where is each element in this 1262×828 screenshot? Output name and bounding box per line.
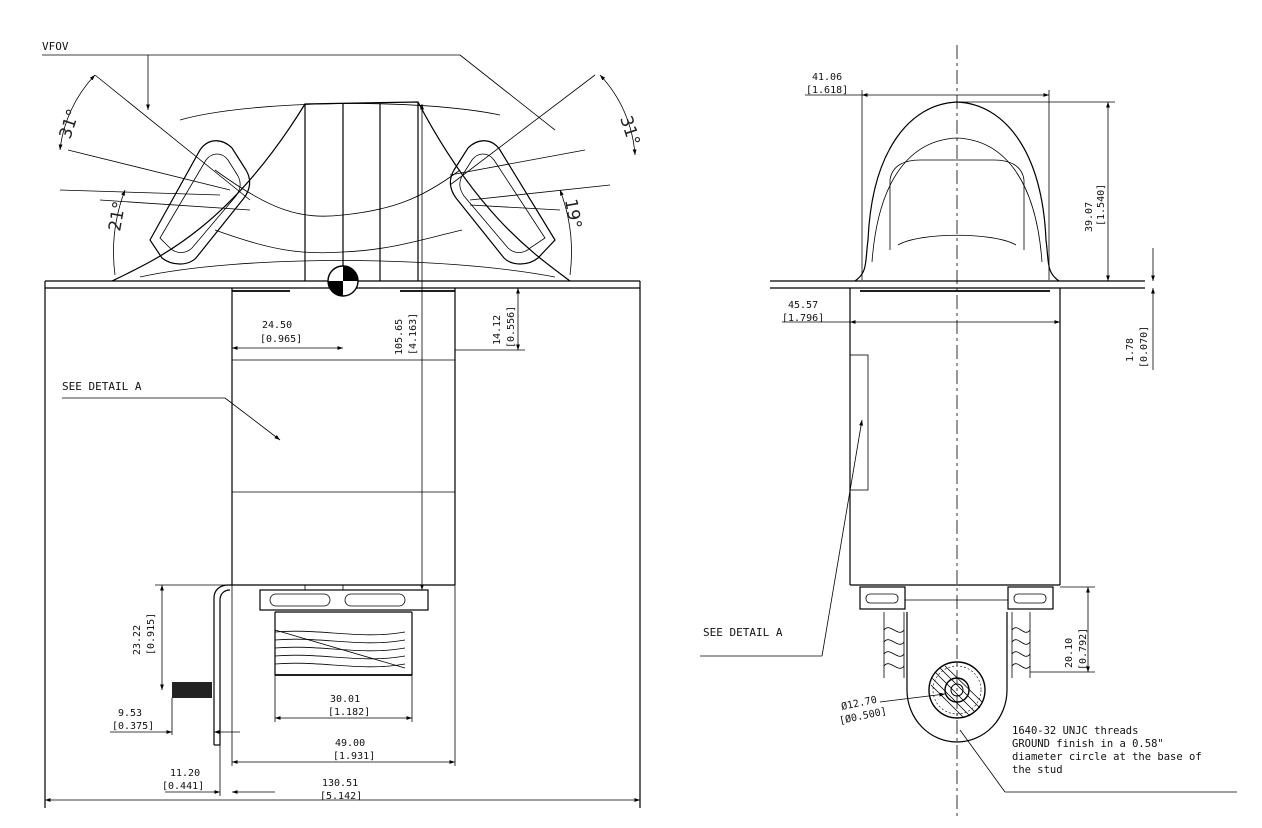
- dim-23-22-mm: 23.22: [132, 625, 143, 655]
- right-main-body: [849, 288, 1061, 586]
- thread-note-line-4: the stud: [1012, 764, 1063, 776]
- dim-30-01-mm: 30.01: [330, 694, 360, 705]
- dim-9-53-in: [0.375]: [112, 721, 154, 732]
- dim-24-50-in: [0.965]: [260, 334, 302, 345]
- see-detail-left: SEE DETAIL A: [62, 380, 142, 393]
- right-view: SEE DETAIL A 41.06 [1.618] 39.07 [1.540]…: [700, 45, 1237, 820]
- right-mount-feet: [859, 586, 1054, 610]
- dim-49-00-in: [1.931]: [333, 751, 375, 762]
- angle-upper-left: 31°: [56, 107, 84, 142]
- left-mount-feet: [259, 585, 429, 611]
- left-view: VFOV 31° 21° 31° 19°: [42, 40, 644, 808]
- fov-lines: [58, 74, 637, 276]
- dim-41-06-mm: 41.06: [812, 72, 842, 83]
- dim-9-53-mm: 9.53: [118, 708, 142, 719]
- dim-11-20-mm: 11.20: [170, 768, 200, 779]
- thread-note-line-3: diameter circle at the base of: [1012, 751, 1202, 763]
- left-connector-bracket: [171, 584, 232, 746]
- dim-24-50-mm: 24.50: [262, 320, 292, 331]
- right-thread-coils: [883, 612, 1031, 678]
- thread-note-line-2: GROUND finish in a 0.58": [1012, 738, 1164, 750]
- left-main-body: [231, 288, 456, 586]
- dim-45-57-mm: 45.57: [788, 300, 818, 311]
- dim-130-51-mm: 130.51: [322, 778, 358, 789]
- dim-1-78-in: [0.070]: [1139, 326, 1150, 368]
- left-window-left: [149, 140, 251, 265]
- dim-20-10-mm: 20.10: [1064, 638, 1075, 668]
- dim-30-01-in: [1.182]: [328, 707, 370, 718]
- dim-14-12-mm: 14.12: [492, 315, 503, 345]
- dim-130-51-in: [5.142]: [320, 791, 362, 802]
- dim-105-65-in: [4.163]: [408, 313, 419, 355]
- dim-11-20-in: [0.441]: [162, 781, 204, 792]
- left-threaded-stud: [274, 611, 413, 676]
- thread-note-line-1: 1640-32 UNJC threads: [1012, 725, 1138, 737]
- dim-39-07-in: [1.540]: [1096, 184, 1107, 226]
- angle-upper-right: 31°: [615, 113, 643, 148]
- dim-14-12-in: [0.556]: [506, 306, 517, 348]
- vfov-leader: [42, 54, 556, 131]
- dim-105-65-mm: 105.65: [394, 319, 405, 355]
- left-dome-housing: [111, 101, 571, 282]
- thread-note: 1640-32 UNJC threads GROUND finish in a …: [1012, 725, 1202, 776]
- dim-23-22-in: [0.915]: [146, 613, 157, 655]
- dim-39-07-mm: 39.07: [1084, 202, 1095, 232]
- dim-45-57-in: [1.796]: [782, 313, 824, 324]
- right-stud-lug: [906, 612, 1008, 743]
- angle-lower-right: 19°: [560, 197, 585, 230]
- dim-41-06-in: [1.618]: [806, 85, 848, 96]
- dim-1-78-mm: 1.78: [1125, 338, 1136, 362]
- vfov-label: VFOV: [42, 40, 69, 53]
- center-of-gravity-symbol: [327, 265, 359, 297]
- right-flange: [770, 280, 1145, 292]
- see-detail-right: SEE DETAIL A: [703, 626, 783, 639]
- dim-20-10-in: [0.792]: [1078, 628, 1089, 670]
- dim-49-00-mm: 49.00: [335, 738, 365, 749]
- left-window-right: [449, 140, 556, 265]
- angle-lower-left: 21°: [105, 200, 130, 233]
